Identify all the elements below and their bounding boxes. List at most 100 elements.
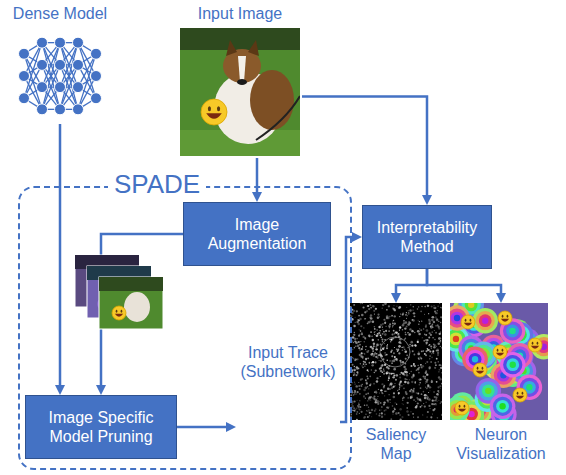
saliency-speck (393, 374, 395, 376)
saliency-speck (374, 328, 376, 330)
saliency-speck (418, 357, 419, 358)
network-neuron (73, 37, 84, 48)
saliency-speck (439, 385, 441, 387)
saliency-speck (374, 314, 375, 315)
saliency-speck (370, 317, 373, 320)
saliency-speck (427, 304, 428, 305)
saliency-speck (354, 347, 356, 349)
node-label: Image Specific Model Pruning (30, 408, 172, 446)
neuron-swirl (503, 355, 522, 374)
neuron-swirl (472, 308, 498, 334)
saliency-image (350, 303, 442, 420)
saliency-speck (383, 404, 385, 406)
saliency-speck (432, 337, 434, 339)
saliency-speck (393, 373, 395, 375)
saliency-speck (358, 385, 360, 387)
saliency-speck (379, 360, 380, 361)
saliency-speck (373, 383, 375, 385)
network-neuron (73, 59, 84, 70)
saliency-speck (394, 315, 396, 317)
saliency-speck (352, 336, 354, 338)
saliency-speck (378, 400, 379, 401)
network-neuron (55, 82, 66, 93)
saliency-speck (370, 353, 372, 355)
saliency-speck (429, 386, 431, 388)
saliency-speck (379, 330, 380, 331)
saliency-speck (394, 408, 396, 410)
saliency-speck (398, 345, 401, 348)
saliency-speck (352, 409, 354, 411)
saliency-speck (375, 401, 376, 402)
saliency-speck (405, 358, 407, 360)
saliency-speck (423, 403, 424, 404)
saliency-speck (399, 389, 400, 390)
figure-node: Dense Model (5, 4, 115, 124)
saliency-speck (419, 399, 421, 401)
emoji-face (528, 338, 542, 352)
saliency-speck (407, 347, 408, 348)
saliency-speck (441, 307, 442, 308)
saliency-speck (359, 388, 361, 390)
saliency-speck (392, 376, 394, 378)
saliency-speck (422, 365, 424, 367)
saliency-speck (369, 363, 370, 364)
saliency-speck (426, 373, 428, 375)
saliency-speck (423, 375, 425, 377)
neuron-swirl (454, 315, 460, 321)
neuron-swirl (493, 397, 512, 416)
saliency-speck (361, 348, 363, 350)
saliency-speck (405, 314, 407, 316)
saliency-speck (378, 332, 380, 334)
augmented-band (99, 277, 163, 291)
saliency-speck (364, 365, 365, 366)
saliency-speck (421, 393, 423, 395)
saliency-speck (418, 352, 420, 354)
saliency-speck (363, 353, 364, 354)
emoji-face (473, 363, 487, 377)
saliency-speck (382, 326, 383, 327)
saliency-speck (418, 330, 420, 332)
saliency-speck (417, 342, 418, 343)
saliency-speck (404, 370, 407, 373)
saliency-speck (399, 316, 400, 317)
saliency-speck (417, 365, 418, 366)
node-label: Interpretability Method (367, 218, 487, 256)
saliency-speck (377, 403, 379, 405)
saliency-speck (368, 388, 369, 389)
saliency-speck (352, 390, 353, 391)
saliency-speck (406, 318, 407, 319)
saliency-speck (435, 332, 437, 334)
saliency-speck (385, 321, 386, 322)
network-neuron (55, 59, 66, 70)
saliency-speck (437, 350, 438, 351)
saliency-speck (358, 335, 360, 337)
saliency-speck (384, 390, 386, 392)
saliency-speck (378, 389, 379, 390)
saliency-speck (357, 391, 359, 393)
network-neuron (91, 71, 102, 82)
saliency-speck (421, 306, 422, 307)
network-edge (42, 43, 60, 110)
saliency-speck (409, 390, 411, 392)
saliency-speck (430, 334, 432, 336)
saliency-speck (391, 360, 393, 362)
saliency-speck (361, 332, 363, 334)
saliency-speck (380, 402, 382, 404)
saliency-speck (376, 380, 378, 382)
neuron-swirl (496, 400, 509, 413)
saliency-speck (360, 341, 361, 342)
saliency-speck (381, 383, 383, 385)
saliency-speck (437, 390, 439, 392)
saliency-speck (353, 374, 355, 376)
saliency-speck (406, 407, 407, 408)
saliency-speck (414, 332, 416, 334)
saliency-speck (364, 338, 366, 340)
saliency-speck (403, 404, 404, 405)
saliency-speck (424, 333, 426, 335)
saliency-speck (365, 398, 366, 399)
saliency-speck (388, 305, 390, 307)
saliency-speck (394, 358, 395, 359)
saliency-speck (432, 409, 434, 411)
saliency-speck (436, 346, 437, 347)
